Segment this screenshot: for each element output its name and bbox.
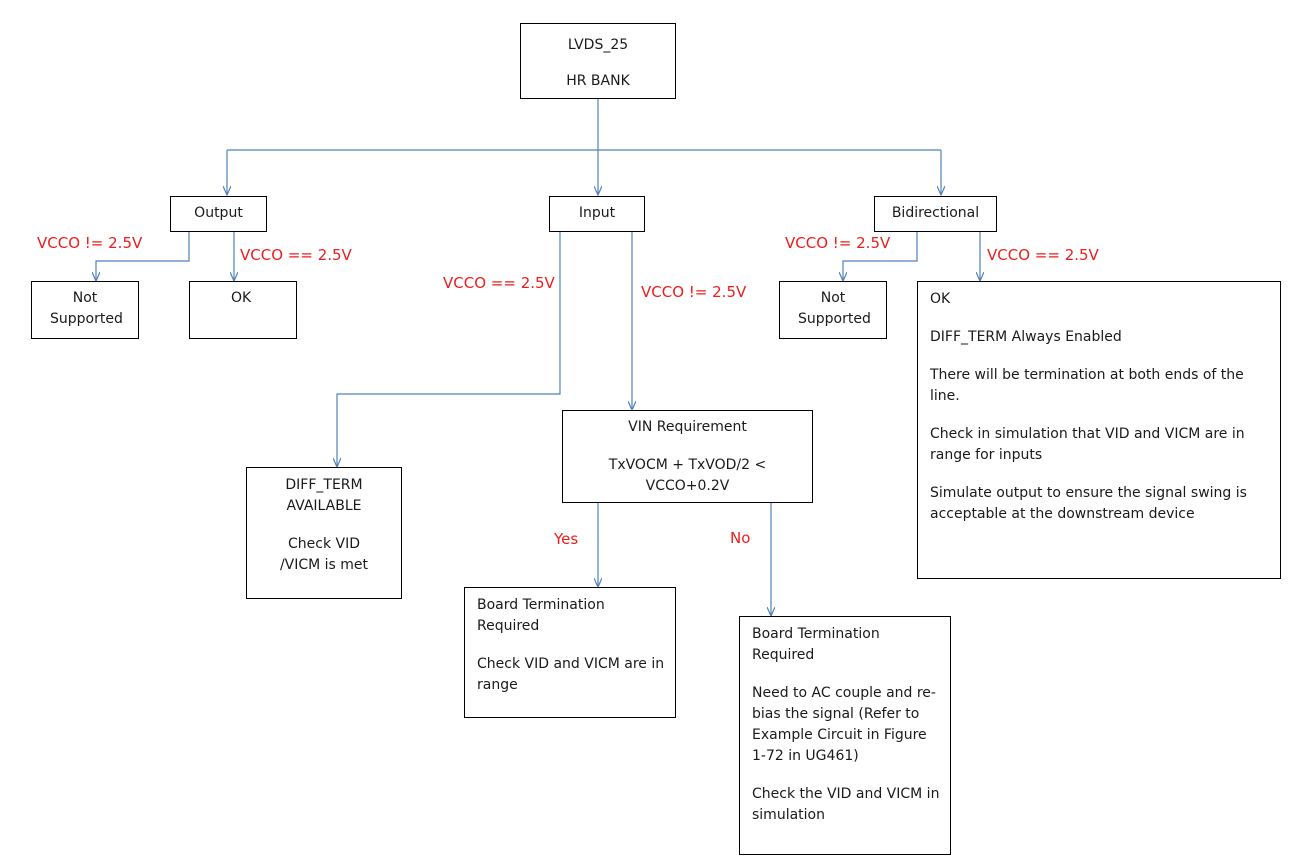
node-bidirectional-ok-line4: Check in simulation that VID and VICM ar… — [930, 426, 1245, 463]
node-output-label: Output — [194, 205, 243, 221]
node-board-termination-no-line3: Check the VID and VICM in simulation — [752, 786, 940, 823]
label-no: No — [730, 529, 751, 547]
node-vin-requirement: VIN Requirement TxVOCM + TxVOD/2 < VCCO+… — [562, 410, 813, 503]
label-yes: Yes — [554, 530, 579, 548]
node-bidirectional-ok-line3: There will be termination at both ends o… — [930, 367, 1244, 404]
node-output: Output — [170, 196, 267, 232]
node-output-not-supported: Not Supported — [31, 281, 139, 339]
node-board-termination-yes-line2: Check VID and VICM are in range — [477, 656, 665, 693]
node-bidirectional-ok-line1: OK — [930, 291, 951, 307]
label-input-vcco-ne: VCCO != 2.5V — [641, 283, 747, 301]
node-bidirectional-ok: OK DIFF_TERM Always Enabled There will b… — [917, 281, 1281, 579]
node-diff-term-available: DIFF_TERM AVAILABLE Check VID /VICM is m… — [246, 467, 402, 599]
edge-input-diff-term — [337, 232, 561, 467]
node-diff-term-available-line2: Check VID /VICM is met — [279, 536, 369, 573]
node-root-line2: HR BANK — [566, 73, 630, 89]
node-vin-requirement-line2: TxVOCM + TxVOD/2 < VCCO+0.2V — [608, 457, 767, 494]
node-board-termination-no-line1: Board Termination Required — [752, 626, 880, 663]
label-bidirectional-vcco-eq: VCCO == 2.5V — [987, 246, 1099, 264]
node-output-ok-label: OK — [231, 290, 252, 306]
node-board-termination-no: Board Termination Required Need to AC co… — [739, 616, 951, 855]
node-output-ok: OK — [189, 281, 297, 339]
node-bidirectional-not-supported-label: Not Supported — [798, 290, 871, 327]
label-output-vcco-ne: VCCO != 2.5V — [37, 234, 143, 252]
node-input-label: Input — [578, 205, 616, 221]
node-board-termination-no-line2: Need to AC couple and re-bias the signal… — [752, 685, 936, 764]
node-root-line1: LVDS_25 — [567, 37, 629, 53]
label-output-vcco-eq: VCCO == 2.5V — [240, 246, 352, 264]
label-bidirectional-vcco-ne: VCCO != 2.5V — [785, 234, 891, 252]
node-bidirectional: Bidirectional — [874, 196, 997, 232]
label-input-vcco-eq: VCCO == 2.5V — [443, 274, 555, 292]
node-root: LVDS_25 HR BANK — [520, 23, 676, 99]
node-vin-requirement-line1: VIN Requirement — [628, 419, 747, 435]
node-output-not-supported-label: Not Supported — [50, 290, 123, 327]
node-input: Input — [549, 196, 645, 232]
node-board-termination-yes: Board Termination Required Check VID and… — [464, 587, 676, 718]
node-bidirectional-ok-line2: DIFF_TERM Always Enabled — [930, 329, 1122, 345]
node-bidirectional-label: Bidirectional — [891, 205, 980, 221]
node-diff-term-available-line1: DIFF_TERM AVAILABLE — [285, 477, 363, 514]
node-bidirectional-ok-line5: Simulate output to ensure the signal swi… — [930, 485, 1247, 522]
node-bidirectional-not-supported: Not Supported — [779, 281, 887, 339]
node-board-termination-yes-line1: Board Termination Required — [477, 597, 605, 634]
